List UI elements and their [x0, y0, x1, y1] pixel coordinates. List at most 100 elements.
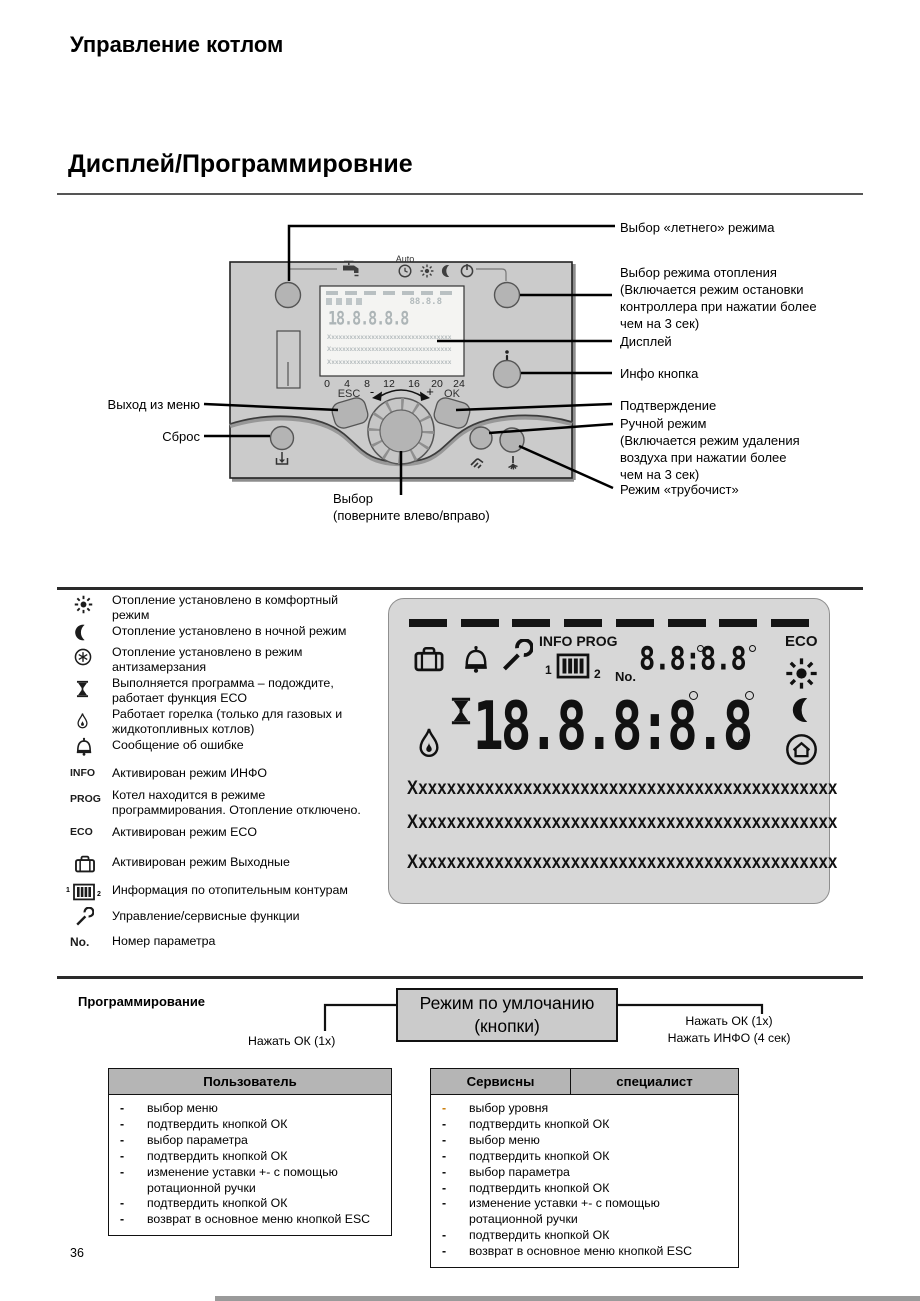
- reset-button: [269, 425, 295, 451]
- list-item: выбор параметра: [433, 1165, 736, 1181]
- press-ok-left-label: Нажать ОК (1х): [248, 1034, 336, 1048]
- chimney-brush-icon: [508, 456, 518, 470]
- cover-clip: [276, 330, 301, 389]
- sun-icon: [74, 595, 93, 614]
- frost-icon: [74, 648, 92, 666]
- list-item: изменение уставки +- с помощью ротационн…: [111, 1165, 389, 1197]
- heating-mode-button: [493, 281, 521, 309]
- bell-icon: [461, 643, 491, 675]
- small-lcd-icons: [326, 298, 366, 305]
- degree-ring: [749, 645, 756, 652]
- wrench-icon: [499, 639, 533, 673]
- panel-wave: [229, 414, 573, 463]
- user-table-header: Пользователь: [109, 1069, 391, 1095]
- list-item: подтвердить кнопкой ОК: [433, 1117, 736, 1133]
- user-table: Пользователь выбор меню подтвердить кноп…: [108, 1068, 392, 1237]
- callout-info-button: Инфо кнопка: [620, 366, 699, 381]
- svg-text:24: 24: [453, 378, 465, 390]
- list-item: подтвердить кнопкой ОК: [433, 1181, 736, 1197]
- info-button: [492, 359, 522, 389]
- list-item: выбор меню: [111, 1101, 389, 1117]
- info-i-icon: [505, 350, 509, 365]
- time-scale: 0 4 8 12 16 20 24: [324, 378, 465, 390]
- moon-icon: [74, 624, 91, 641]
- list-item: подтвердить кнопкой ОК: [111, 1196, 389, 1212]
- panel-wave-shadow: [229, 415, 573, 467]
- list-item: подтвердить кнопкой ОК: [111, 1149, 389, 1165]
- esc-button: [331, 397, 369, 429]
- minus-label: -: [370, 384, 374, 399]
- list-item: подтвердить кнопкой ОК: [433, 1228, 736, 1244]
- moon-icon: [441, 265, 450, 277]
- service-table-header-right: специалист: [570, 1069, 738, 1094]
- small-lcd-text-row: Xxxxxxxxxxxxxxxxxxxxxxxxxxxxxxxxxx: [327, 334, 452, 341]
- callout-confirm: Подтверждение: [620, 398, 717, 413]
- service-table: Сервисны специалист выбор уровня подтвер…: [430, 1068, 739, 1269]
- default-mode-box: Режим по умлочанию (кнопки): [396, 988, 618, 1042]
- small-lcd-main-digits: 18.8.8.8.8: [328, 307, 409, 330]
- user-table-list: выбор меню подтвердить кнопкой ОК выбор …: [111, 1101, 389, 1228]
- radiator-icon: [72, 882, 96, 902]
- callout-exit-menu: Выход из меню: [107, 397, 200, 412]
- bell-icon: [74, 736, 94, 757]
- service-table-header: Сервисны специалист: [431, 1069, 738, 1095]
- callout-chimney-mode: Режим «трубочист»: [620, 482, 739, 497]
- flame-icon: [74, 710, 91, 732]
- suitcase-icon: [411, 643, 447, 675]
- radiator-icon: [554, 651, 592, 681]
- svg-text:16: 16: [408, 378, 420, 390]
- programming-heading: Программирование: [78, 994, 206, 1009]
- moon-icon: [791, 697, 817, 723]
- eco-text-icon: ECO: [70, 826, 93, 838]
- lcd-main-digits: 18.8.8:8.8: [473, 689, 753, 766]
- service-table-header-left: Сервисны: [466, 1074, 535, 1089]
- sun-icon: [785, 657, 818, 690]
- segment-dashes-small: [326, 291, 458, 295]
- callout-reset: Сброс: [162, 429, 200, 444]
- scan-edge: [215, 1296, 920, 1301]
- lcd-parameter-digits: 8.8:8.8: [639, 641, 747, 678]
- list-item: выбор уровня: [433, 1101, 736, 1117]
- panel-display-content: 88.8.8 18.8.8.8.8 Xxxxxxxxxxxxxxxxxxxxxx…: [320, 286, 464, 376]
- page-number: 36: [70, 1246, 84, 1260]
- suitcase-icon: [74, 853, 96, 875]
- rotate-arrow-icon: [372, 389, 430, 401]
- svg-text:12: 12: [383, 378, 395, 390]
- callout-display: Дисплей: [620, 334, 672, 349]
- lcd-illustration: INFO PROG 1 2 No. 8.8:8.8 ECO 18.8.8:8.8…: [388, 598, 837, 904]
- rotary-knob: [367, 397, 435, 465]
- list-item: подтвердить кнопкой ОК: [433, 1149, 736, 1165]
- reset-icon: [275, 452, 289, 465]
- house-icon: [785, 733, 818, 766]
- hourglass-icon: [447, 695, 475, 727]
- plus-label: +: [426, 384, 434, 399]
- svg-text:8: 8: [364, 378, 370, 390]
- lcd-eco-label: ECO: [785, 633, 818, 650]
- section-rule: [57, 193, 863, 195]
- section-title: Дисплей/Программировние: [68, 150, 413, 178]
- flame-icon: [413, 721, 445, 765]
- small-lcd-text-row: Xxxxxxxxxxxxxxxxxxxxxxxxxxxxxxxxxx: [327, 359, 452, 366]
- faucet-icon: [343, 260, 359, 277]
- lcd-text-row: Xxxxxxxxxxxxxxxxxxxxxxxxxxxxxxxxxxxxxxxx…: [407, 811, 838, 833]
- auto-label: Auto: [396, 254, 415, 264]
- page-title: Управление котлом: [70, 32, 284, 57]
- small-lcd-text-row: Xxxxxxxxxxxxxxxxxxxxxxxxxxxxxxxxxx: [327, 346, 452, 353]
- programming-rule: [57, 976, 863, 979]
- info-text-icon: INFO: [70, 767, 96, 779]
- press-ok-right-label: Нажать ОК (1х) Нажать ИНФО (4 сек): [667, 1014, 791, 1045]
- svg-text:0: 0: [324, 378, 330, 390]
- lcd-no-label: No.: [615, 669, 636, 684]
- legend-rule: [57, 587, 863, 590]
- list-item: изменение уставки +- с помощью ротационн…: [433, 1196, 736, 1228]
- prog-text-icon: PROG: [70, 793, 101, 805]
- svg-text:4: 4: [344, 378, 350, 390]
- degree-ring: [745, 691, 754, 700]
- callout-manual-mode: Ручной режим (Включается режим удаления …: [620, 416, 800, 482]
- lcd-text-row: Xxxxxxxxxxxxxxxxxxxxxxxxxxxxxxxxxxxxxxxx…: [407, 777, 838, 799]
- ok-label: OK: [444, 388, 461, 400]
- svg-text:20: 20: [431, 378, 443, 390]
- degree-ring: [697, 645, 704, 652]
- list-item: выбор параметра: [111, 1133, 389, 1149]
